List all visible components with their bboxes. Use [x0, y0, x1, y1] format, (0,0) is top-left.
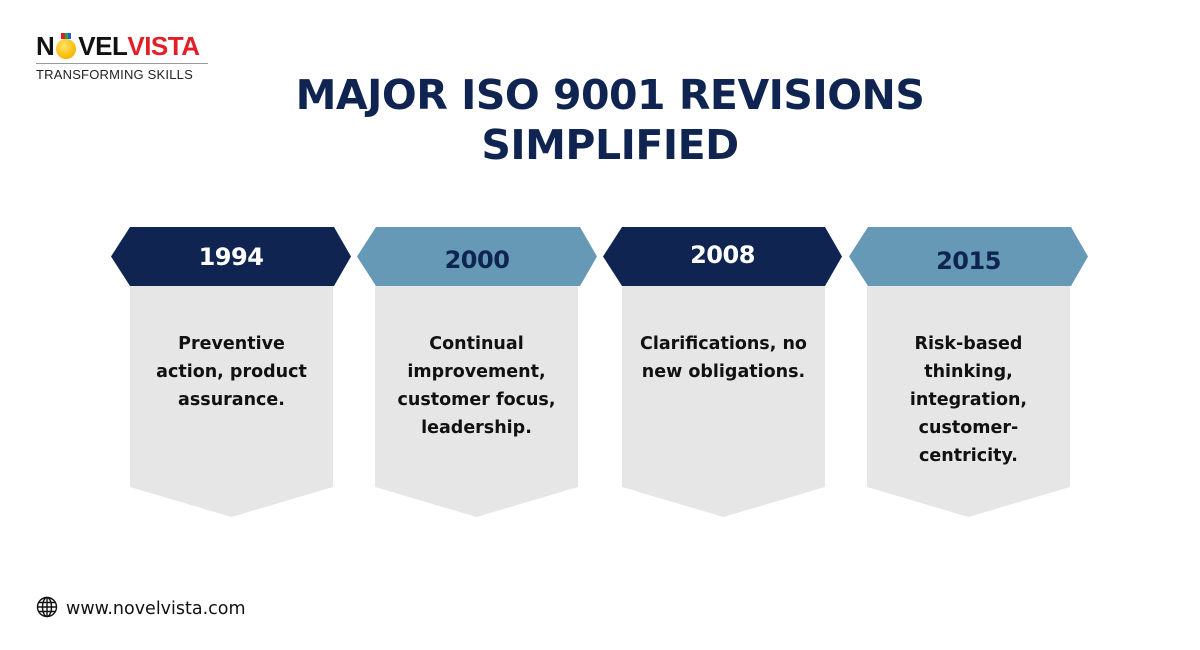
- step-card: Risk-based thinking, integration, custom…: [867, 286, 1070, 517]
- step-year: 2000: [444, 245, 510, 274]
- step-card: Preventive action, product assurance.: [130, 286, 333, 517]
- footer: www.novelvista.com: [36, 596, 246, 622]
- step-year: 1994: [198, 242, 264, 271]
- step-year: 2008: [690, 240, 755, 269]
- step-year: 2015: [936, 246, 1001, 275]
- logo-tagline: TRANSFORMING SKILLS: [36, 67, 193, 82]
- novelvista-logo: N VEL VISTA TRANSFORMING SKILLS: [36, 33, 208, 82]
- title-line-2: SIMPLIFIED: [481, 121, 739, 169]
- logo-wordmark: N VEL VISTA: [36, 33, 208, 59]
- globe-icon: [36, 596, 58, 622]
- step-card: Continual improvement, customer focus, l…: [375, 286, 578, 517]
- step-header: 1994: [111, 227, 351, 286]
- step-header: 2015: [849, 227, 1088, 286]
- step-description: Preventive action, product assurance.: [156, 334, 307, 410]
- page-title: MAJOR ISO 9001 REVISIONS SIMPLIFIED: [0, 70, 1200, 170]
- step-header: 2008: [603, 227, 842, 286]
- logo-text-vel: VEL: [78, 31, 128, 61]
- medal-icon: [55, 33, 77, 59]
- step-description: Clarifications, no new obligations.: [640, 334, 807, 382]
- logo-letter-n: N: [36, 31, 55, 61]
- step-description: Risk-based thinking, integration, custom…: [909, 334, 1028, 466]
- step-header: 2000: [357, 227, 597, 286]
- step-card: Clarifications, no new obligations.: [622, 286, 825, 517]
- step-description: Continual improvement, customer focus, l…: [397, 334, 556, 438]
- website-link[interactable]: www.novelvista.com: [66, 599, 246, 619]
- title-line-1: MAJOR ISO 9001 REVISIONS: [295, 71, 925, 119]
- logo-text-vista: VISTA: [127, 31, 200, 61]
- logo-divider: [36, 63, 208, 64]
